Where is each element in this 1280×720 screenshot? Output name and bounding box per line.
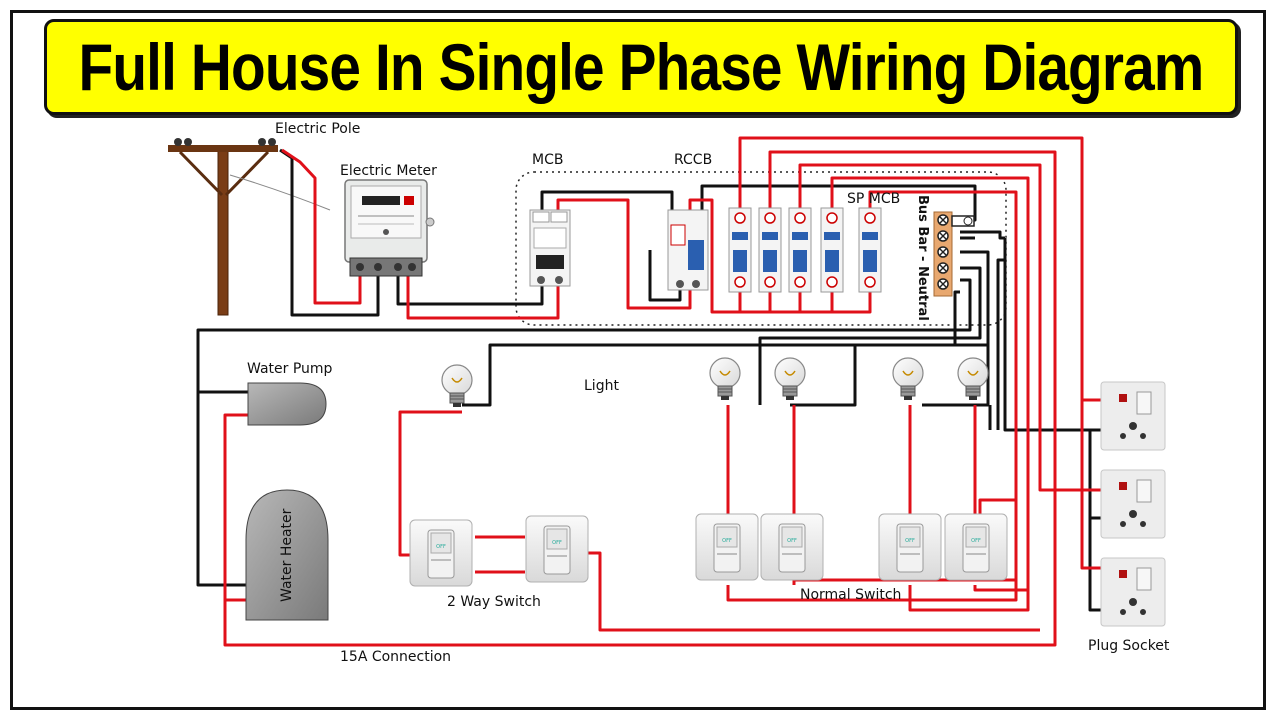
live-wires	[223, 136, 1102, 647]
electric-meter-label: Electric Meter	[340, 163, 437, 179]
bus-bar-neutral-icon	[933, 211, 975, 297]
normal-switch-1-icon	[695, 513, 759, 581]
electric-meter-icon	[344, 179, 435, 277]
light-bulb-1-icon	[441, 364, 473, 408]
electric-pole-label: Electric Pole	[275, 121, 361, 137]
rccb-label: RCCB	[674, 152, 713, 168]
normal-switch-3-icon	[878, 513, 942, 581]
light-bulb-5-icon	[957, 357, 989, 401]
two-way-switch-1-icon	[409, 519, 473, 587]
water-heater-label: Water Heater	[279, 508, 295, 602]
sp-mcb-5-icon	[858, 207, 882, 293]
page-title: Full House In Single Phase Wiring Diagra…	[78, 30, 1205, 104]
plug-socket-1-icon	[1100, 381, 1166, 451]
plug-socket-label: Plug Socket	[1088, 638, 1170, 654]
light-bulb-2-icon	[709, 357, 741, 401]
light-bulb-4-icon	[892, 357, 924, 401]
connection-15a-label: 15A Connection	[340, 649, 452, 665]
plug-socket-3-icon	[1100, 557, 1166, 627]
mcb-breaker-icon	[529, 209, 571, 287]
mcb-label: MCB	[532, 152, 564, 168]
rccb-breaker-icon	[667, 209, 709, 291]
sp-mcb-group	[728, 207, 882, 293]
two-way-switch-2-icon	[525, 515, 589, 583]
sp-mcb-label: SP MCB	[847, 191, 901, 207]
light-bulb-3-icon	[774, 357, 806, 401]
normal-switch-label: Normal Switch	[800, 587, 902, 603]
electric-pole-icon	[168, 138, 331, 316]
water-pump-icon	[247, 382, 327, 426]
sp-mcb-2-icon	[758, 207, 782, 293]
title-banner: Full House In Single Phase Wiring Diagra…	[44, 19, 1238, 115]
bus-bar-label: Bus Bar - Neutral	[915, 195, 930, 321]
normal-switch-2-icon	[760, 513, 824, 581]
plug-socket-2-icon	[1100, 469, 1166, 539]
water-pump-label: Water Pump	[247, 361, 333, 377]
outer-frame	[10, 10, 1266, 710]
normal-switch-4-icon	[944, 513, 1008, 581]
two-way-switch-label: 2 Way Switch	[447, 594, 541, 610]
sp-mcb-4-icon	[820, 207, 844, 293]
sp-mcb-3-icon	[788, 207, 812, 293]
light-label: Light	[584, 378, 619, 394]
sp-mcb-1-icon	[728, 207, 752, 293]
water-heater-icon	[245, 489, 329, 621]
